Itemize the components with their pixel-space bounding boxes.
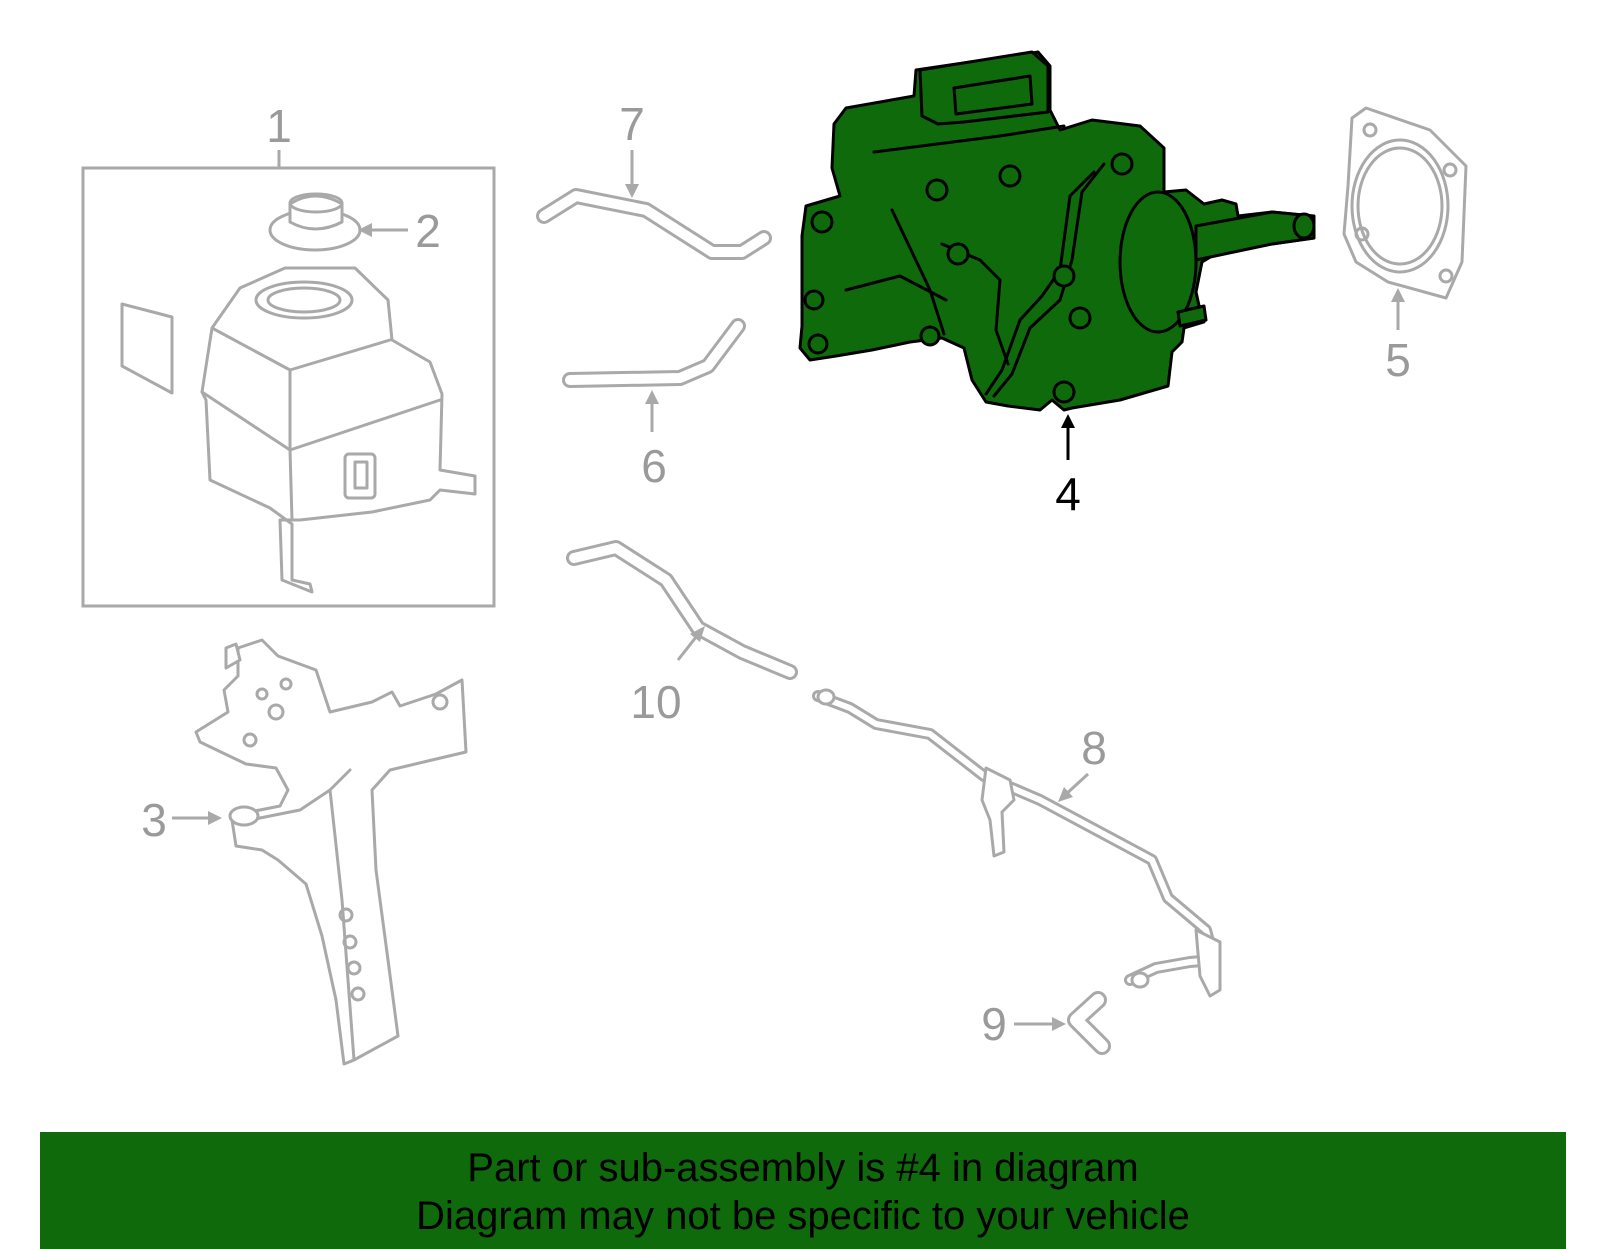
part-10-hose[interactable]	[566, 540, 798, 680]
part-1-reservoir-assembly[interactable]	[81, 150, 496, 608]
banner-line-2: Diagram may not be specific to your vehi…	[416, 1194, 1190, 1238]
callout-9: 9	[981, 998, 1007, 1050]
part-6-hose[interactable]	[562, 318, 746, 388]
disclaimer-banner: Part or sub-assembly is #4 in diagram Di…	[40, 1132, 1566, 1249]
callout-7: 7	[619, 98, 645, 150]
callout-8: 8	[1081, 722, 1107, 774]
part-9-elbow-hose[interactable]	[1067, 991, 1111, 1055]
callout-4: 4	[1055, 468, 1081, 520]
part-3-bracket[interactable]	[194, 638, 468, 1066]
callout-6: 6	[641, 440, 667, 492]
banner-line-1: Part or sub-assembly is #4 in diagram	[467, 1146, 1139, 1190]
part-4-brake-booster-actuator[interactable]	[798, 50, 1316, 412]
part-7-hose[interactable]	[536, 188, 772, 260]
callout-arrows	[172, 150, 1405, 1031]
part-5-gasket[interactable]	[1342, 106, 1468, 300]
callout-5: 5	[1385, 334, 1411, 386]
callout-1: 1	[266, 100, 292, 152]
part-8-vacuum-tube[interactable]	[812, 688, 1222, 998]
callout-3: 3	[141, 794, 167, 846]
callout-10: 10	[630, 676, 681, 728]
callout-2: 2	[415, 205, 441, 257]
part-2-reservoir-cap[interactable]	[268, 192, 362, 252]
